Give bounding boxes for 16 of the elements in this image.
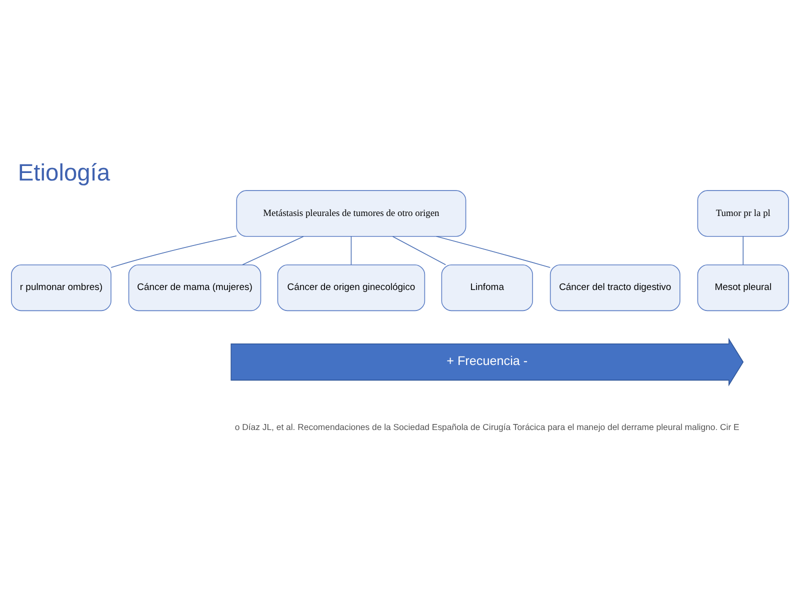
node-box: Mesot pleural	[697, 264, 789, 312]
connector	[742, 236, 744, 266]
connector	[350, 236, 352, 266]
node-box: Cáncer del tracto digestivo	[550, 264, 680, 312]
diagram-title: Etiología	[18, 160, 110, 186]
connector	[110, 235, 237, 268]
connector	[436, 236, 551, 268]
node-box: Metástasis pleurales de tumores de otro origen	[236, 190, 466, 237]
node-box: Linfoma	[441, 264, 533, 312]
node-box: r pulmonar ombres)	[11, 264, 112, 312]
connector	[392, 236, 446, 266]
caption: o Díaz JL, et al. Recomendaciones de la Sociedad Española de Cirugía Torácica para el manejo del derrame pleural maligno. Cir E	[234, 422, 740, 432]
connector	[242, 236, 304, 266]
node-box: Cáncer de mama (mujeres)	[128, 264, 262, 312]
node-box: Cáncer de origen ginecológico	[277, 264, 426, 312]
node-box: Tumor pr la pl	[697, 190, 789, 237]
